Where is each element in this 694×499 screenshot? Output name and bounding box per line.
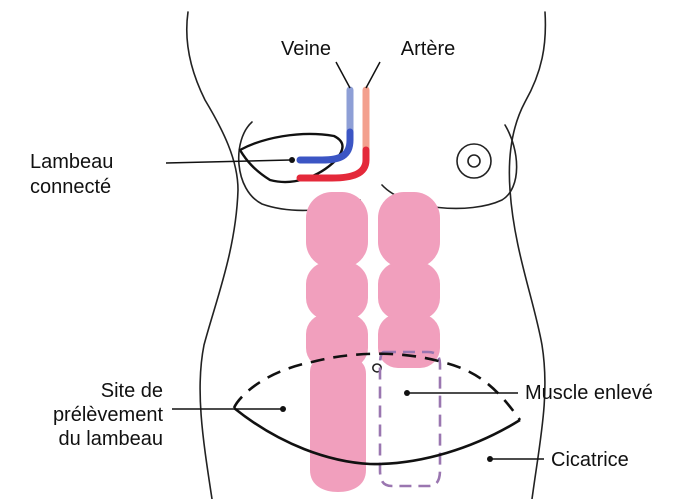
torso-outline	[187, 12, 546, 499]
veine-leader	[336, 62, 350, 88]
lambeau-dot	[289, 157, 295, 163]
removed-muscle-outline	[380, 352, 440, 486]
artere-leader	[366, 62, 380, 88]
site-dot	[280, 406, 286, 412]
lambeau-leader	[166, 160, 290, 163]
right-torso-edge	[509, 12, 545, 499]
abdominal-muscles	[306, 192, 440, 492]
left-muscle-segment-1	[306, 192, 368, 268]
muscle-dot	[404, 390, 410, 396]
left-muscle-segment-2	[306, 262, 368, 320]
left-torso-edge	[187, 12, 238, 499]
site-label-line2: prélèvement	[53, 404, 164, 426]
scar-line	[234, 408, 520, 464]
veine-label: Veine	[281, 38, 331, 60]
site-label-line3: du lambeau	[58, 428, 163, 450]
lambeau-label-line1: Lambeau	[30, 151, 113, 173]
lambeau-label-line2: connecté	[30, 176, 111, 198]
cicatrice-dot	[487, 456, 493, 462]
left-muscle-lower	[310, 356, 366, 492]
cicatrice-label: Cicatrice	[551, 449, 629, 471]
right-nipple	[468, 155, 480, 167]
site-label-line1: Site de	[101, 380, 163, 402]
right-muscle-segment-1	[378, 192, 440, 268]
muscle-label: Muscle enlevé	[525, 382, 653, 404]
right-muscle-segment-2	[378, 262, 440, 320]
artere-label: Artère	[401, 38, 455, 60]
right-nipple-areola	[457, 144, 491, 178]
